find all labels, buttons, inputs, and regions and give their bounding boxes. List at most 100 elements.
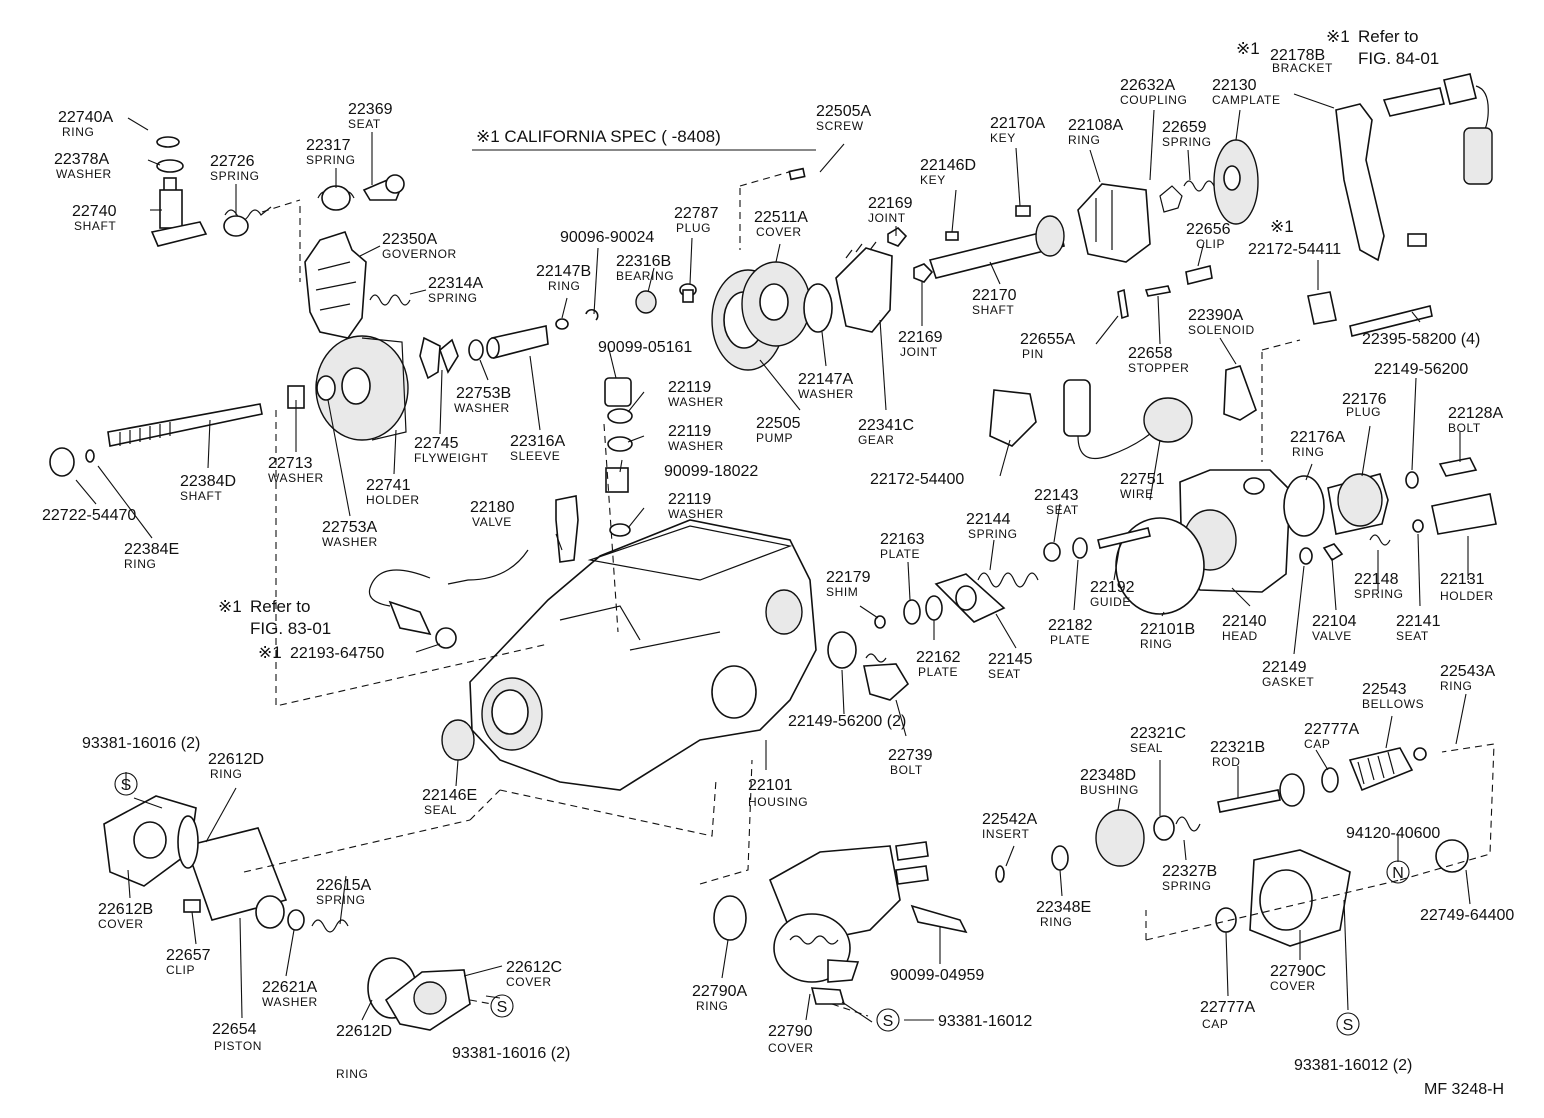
part-callout: 93381-16012 bbox=[938, 1013, 1032, 1030]
part-number: 22655A bbox=[1020, 331, 1075, 348]
part-number: 22505 bbox=[756, 415, 801, 432]
part-number: 22542A bbox=[982, 811, 1037, 828]
part-number: 22119 bbox=[668, 423, 711, 440]
part-name: BOLT bbox=[890, 763, 923, 777]
part-number: 22169 bbox=[898, 329, 943, 346]
part-name: BEARING bbox=[616, 269, 674, 283]
part-number: 22777A bbox=[1200, 999, 1255, 1016]
part-number: 22505A bbox=[816, 103, 871, 120]
part-number: 22130 bbox=[1212, 77, 1257, 94]
part-number: 22348E bbox=[1036, 899, 1091, 916]
asterisk-mark-3: ※1 bbox=[258, 643, 282, 662]
part-name: WASHER bbox=[56, 167, 112, 181]
part-number: 22149 bbox=[1262, 659, 1307, 676]
part-name: RING bbox=[1440, 679, 1472, 693]
part-name: PUMP bbox=[756, 431, 793, 445]
part-name: WASHER bbox=[262, 995, 318, 1009]
part-number: 22511A bbox=[754, 209, 808, 226]
bolt-ring-drawing bbox=[827, 631, 910, 701]
part-number: 22632A bbox=[1120, 77, 1175, 94]
part-name: GEAR bbox=[858, 433, 894, 447]
part-number: 22172-54400 bbox=[870, 471, 964, 488]
part-number: 22384D bbox=[180, 473, 236, 490]
part-name: VALVE bbox=[1312, 629, 1352, 643]
part-callout: 22193-64750 bbox=[290, 645, 384, 662]
part-number: 22180 bbox=[470, 499, 515, 516]
part-number: 22119 bbox=[668, 491, 711, 508]
part-name: WASHER bbox=[668, 507, 724, 521]
ref-text-1: Refer to bbox=[1358, 27, 1418, 46]
part-number: 22751 bbox=[1120, 471, 1165, 488]
part-name: ROD bbox=[1212, 755, 1240, 769]
part-name: SHIM bbox=[826, 585, 858, 599]
part-number: 22341C bbox=[858, 417, 914, 434]
part-name: RING bbox=[1068, 133, 1100, 147]
part-number: 22170A bbox=[990, 115, 1045, 132]
part-number: 93381-16016 (2) bbox=[452, 1045, 570, 1062]
asterisk-mark-1: ※1 bbox=[1236, 39, 1260, 58]
notes: ※1 CALIFORNIA SPEC ( -8408) ※1 Refer to … bbox=[218, 27, 1504, 1098]
part-number: 22104 bbox=[1312, 613, 1357, 630]
part-callout: 90099-05161 bbox=[598, 339, 692, 356]
piston-group-drawing bbox=[103, 795, 349, 933]
part-name: INSERT bbox=[982, 827, 1029, 841]
part-number: 22790C bbox=[1270, 963, 1326, 980]
part-number: 22176 bbox=[1342, 391, 1387, 408]
part-drawings bbox=[49, 73, 1497, 1031]
part-name: COVER bbox=[506, 975, 552, 989]
part-name: COVER bbox=[768, 1041, 814, 1055]
part-name: RING bbox=[62, 125, 94, 139]
part-number: 22148 bbox=[1354, 571, 1399, 588]
part-name: SCREW bbox=[816, 119, 864, 133]
part-number: 90099-18022 bbox=[664, 463, 758, 480]
part-number: 22162 bbox=[916, 649, 961, 666]
bellows-drawing bbox=[995, 747, 1469, 947]
part-number: 22131 bbox=[1440, 571, 1485, 588]
leader-lines bbox=[75, 93, 1471, 1023]
part-name: WASHER bbox=[322, 535, 378, 549]
part-callout: 93381-16016 (2) bbox=[82, 735, 200, 752]
ref-mark-1: ※1 bbox=[1326, 27, 1350, 46]
part-name: WASHER bbox=[668, 439, 724, 453]
part-number: 22612C bbox=[506, 959, 562, 976]
part-name: COVER bbox=[756, 225, 802, 239]
part-number: 22163 bbox=[880, 531, 925, 548]
part-name: SEAT bbox=[1046, 503, 1079, 517]
part-number: 94120-40600 bbox=[1346, 825, 1440, 842]
part-number: 22656 bbox=[1186, 221, 1231, 238]
part-number: 93381-16012 (2) bbox=[1294, 1057, 1412, 1074]
part-number: 22713 bbox=[268, 455, 313, 472]
circle-symbol-2: S bbox=[497, 999, 508, 1016]
circle-symbol-3: S bbox=[883, 1013, 894, 1030]
part-callout: 22172-54411 bbox=[1248, 241, 1341, 258]
part-name: SEAL bbox=[1130, 741, 1163, 755]
part-name: PIN bbox=[1022, 347, 1044, 361]
part-number: 22141 bbox=[1396, 613, 1441, 630]
part-number: 22316A bbox=[510, 433, 565, 450]
part-number: 22193-64750 bbox=[290, 645, 384, 662]
